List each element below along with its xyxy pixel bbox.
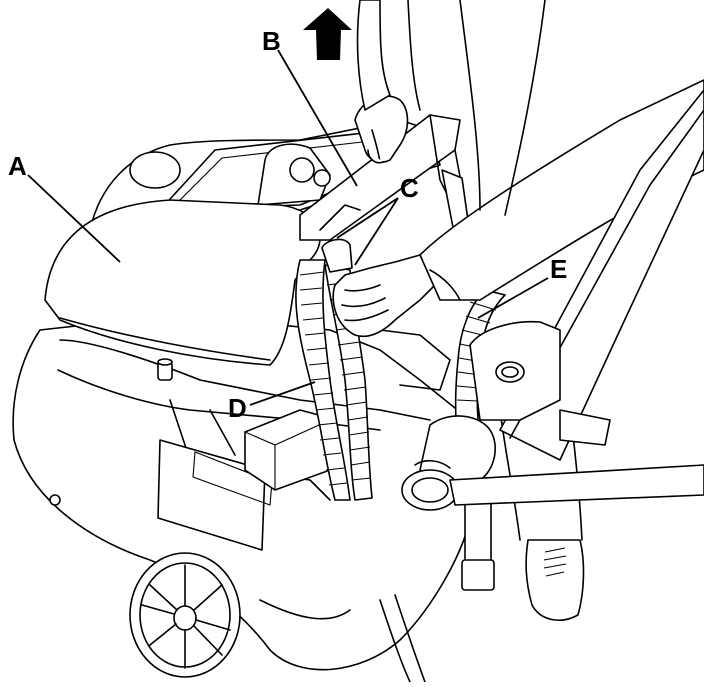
operator xyxy=(459,0,585,621)
callout-labels: A B C D E xyxy=(8,26,567,423)
leader-c-1 xyxy=(354,197,399,266)
label-b: B xyxy=(262,26,281,56)
leader-d xyxy=(249,381,316,406)
hose-d xyxy=(295,259,373,501)
hand-on-connector xyxy=(321,79,704,338)
leader-b xyxy=(277,49,358,187)
leader-c-2 xyxy=(336,197,399,239)
hand-on-wand xyxy=(401,415,704,511)
label-e: E xyxy=(550,254,567,284)
up-arrow-icon xyxy=(303,8,352,60)
leader-e xyxy=(477,277,549,319)
label-a: A xyxy=(8,151,27,181)
wheel xyxy=(129,552,241,678)
leader-lines xyxy=(27,49,549,406)
hand-on-handle xyxy=(354,0,421,164)
leader-a xyxy=(27,174,121,263)
label-d: D xyxy=(228,393,247,423)
label-c: C xyxy=(400,173,419,203)
wand-handle xyxy=(469,89,704,461)
lid xyxy=(44,119,441,366)
